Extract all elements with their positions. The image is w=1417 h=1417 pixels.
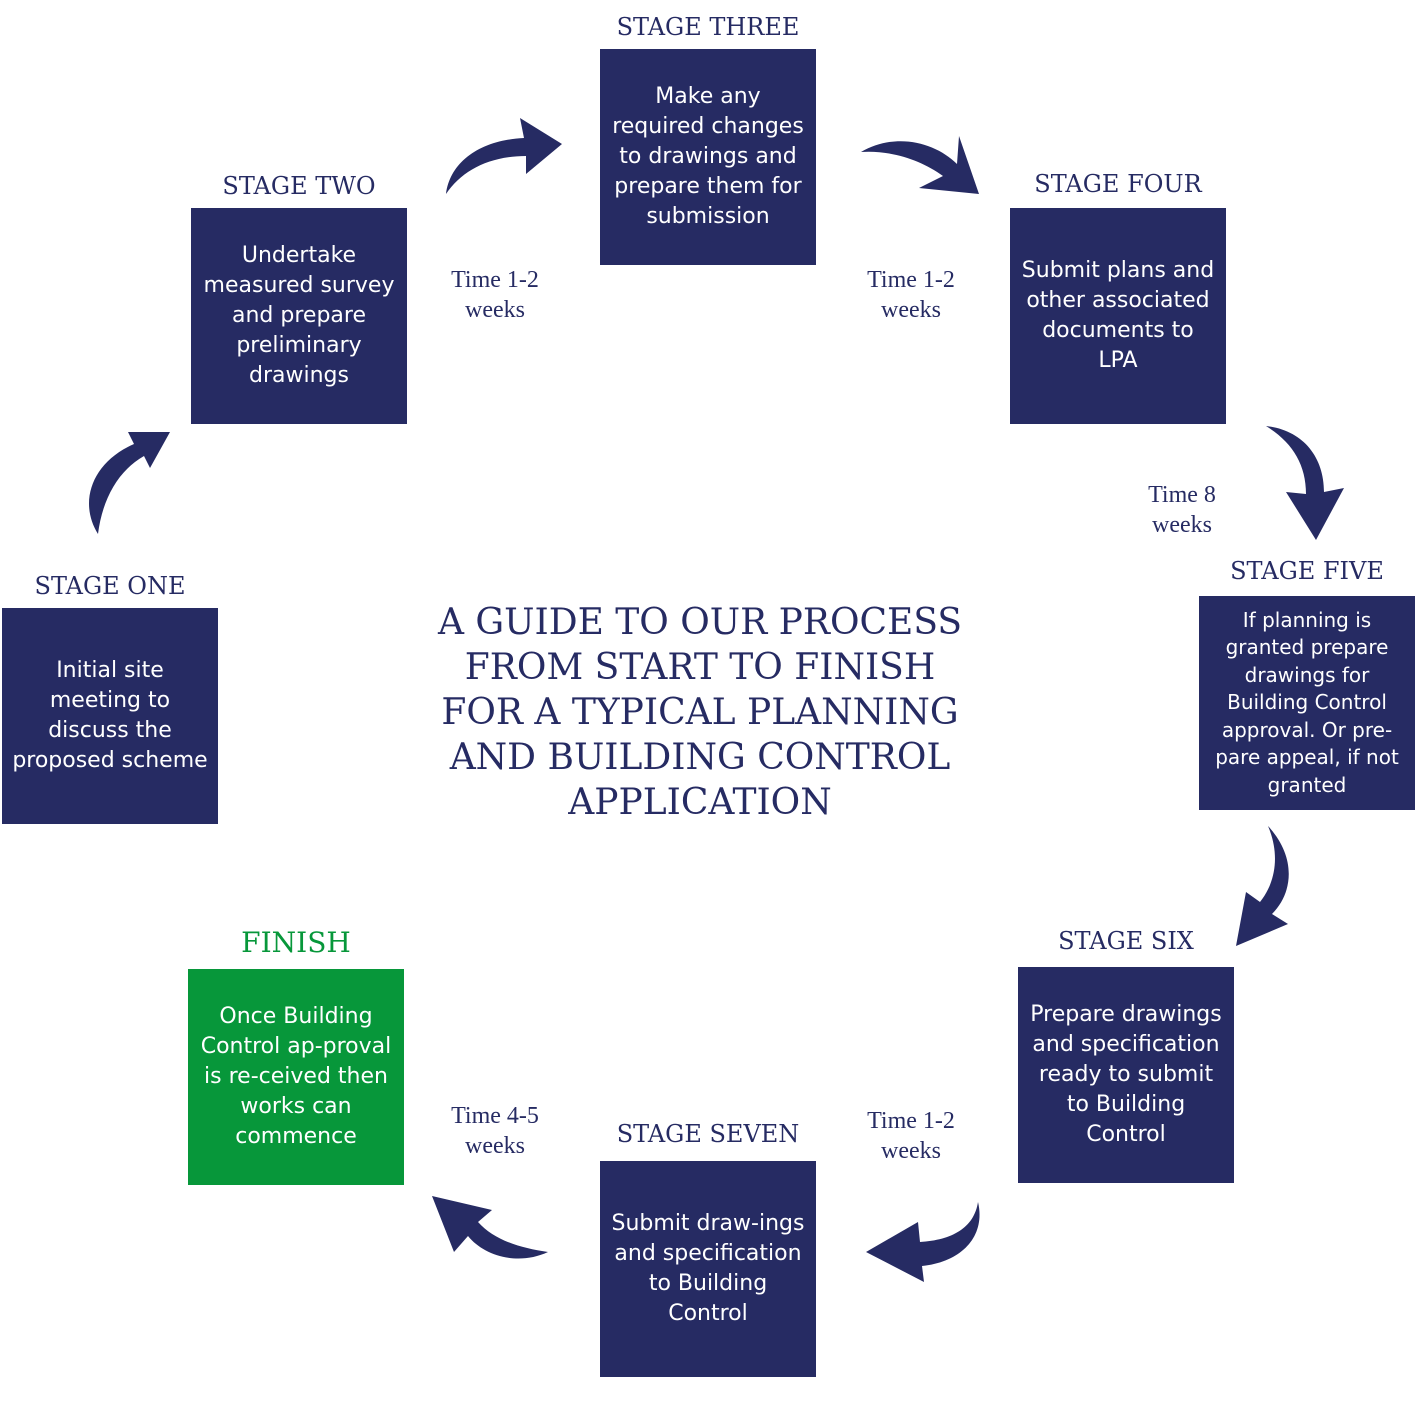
stage-one-box: Initial site meeting to discuss the prop… xyxy=(2,608,218,824)
stage-three-text: Make any required changes to drawings an… xyxy=(612,84,804,229)
finish-label: FINISH xyxy=(241,926,351,959)
time-label-stage-two-three: Time 1-2 weeks xyxy=(435,265,555,325)
stage-one-text: Initial site meeting to discuss the prop… xyxy=(12,658,208,773)
stage-three-label: STAGE THREE xyxy=(616,13,800,41)
time-label-stage-three-four: Time 1-2 weeks xyxy=(851,265,971,325)
time-label-stage-seven-finish: Time 4-5 weeks xyxy=(435,1101,555,1161)
stage-seven-text: Submit draw-ings and specification to Bu… xyxy=(611,1211,805,1326)
title-line: A GUIDE TO OUR PROCESS xyxy=(437,602,963,643)
stage-five-label: STAGE FIVE xyxy=(1230,557,1384,585)
curved-arrow-icon xyxy=(1236,826,1289,946)
time-value: Time 1-2 xyxy=(451,267,539,293)
stage-two-label: STAGE TWO xyxy=(222,172,376,200)
time-value: Time 4-5 xyxy=(451,1103,539,1129)
stage-five-text: If planning is granted prepare drawings … xyxy=(1215,607,1399,797)
stage-one-label: STAGE ONE xyxy=(34,572,186,600)
stage-six-box: Prepare drawings and specification ready… xyxy=(1018,967,1234,1183)
time-label-stage-six-seven: Time 1-2 weeks xyxy=(851,1106,971,1166)
stage-six-text: Prepare drawings and specification ready… xyxy=(1030,1002,1222,1147)
time-unit: weeks xyxy=(1152,512,1212,538)
finish-text: Once Building Control ap-proval is re-ce… xyxy=(200,1004,392,1149)
curved-arrow-icon xyxy=(866,1202,980,1282)
time-value: Time 8 xyxy=(1148,482,1216,508)
stage-four-label: STAGE FOUR xyxy=(1034,170,1202,198)
stage-four-box: Submit plans and other associated docume… xyxy=(1010,208,1226,424)
stage-six-label: STAGE SIX xyxy=(1058,927,1194,955)
curved-arrow-icon xyxy=(89,432,170,534)
time-value: Time 1-2 xyxy=(867,267,955,293)
title-line: FROM START TO FINISH xyxy=(464,647,936,688)
diagram-title: A GUIDE TO OUR PROCESS FROM START TO FIN… xyxy=(380,600,1020,825)
title-line: AND BUILDING CONTROL xyxy=(449,737,951,778)
curved-arrow-icon xyxy=(1266,426,1344,540)
stage-seven-box: Submit draw-ings and specification to Bu… xyxy=(600,1161,816,1377)
title-line: APPLICATION xyxy=(568,782,832,823)
curved-arrow-icon xyxy=(432,1196,548,1259)
stage-five-box: If planning is granted prepare drawings … xyxy=(1199,596,1415,810)
curved-arrow-icon xyxy=(861,136,979,194)
time-unit: weeks xyxy=(465,1133,525,1159)
curved-arrow-icon xyxy=(446,118,562,194)
time-unit: weeks xyxy=(881,297,941,323)
stage-four-text: Submit plans and other associated docume… xyxy=(1021,258,1215,373)
stage-seven-label: STAGE SEVEN xyxy=(616,1120,800,1148)
time-label-stage-four-five: Time 8 weeks xyxy=(1122,480,1242,540)
time-unit: weeks xyxy=(881,1138,941,1164)
stage-three-box: Make any required changes to drawings an… xyxy=(600,49,816,265)
stage-two-box: Undertake measured survey and prepare pr… xyxy=(191,208,407,424)
time-value: Time 1-2 xyxy=(867,1108,955,1134)
stage-two-text: Undertake measured survey and prepare pr… xyxy=(203,243,395,388)
finish-box: Once Building Control ap-proval is re-ce… xyxy=(188,969,404,1185)
time-unit: weeks xyxy=(465,297,525,323)
title-line: FOR A TYPICAL PLANNING xyxy=(441,692,959,733)
